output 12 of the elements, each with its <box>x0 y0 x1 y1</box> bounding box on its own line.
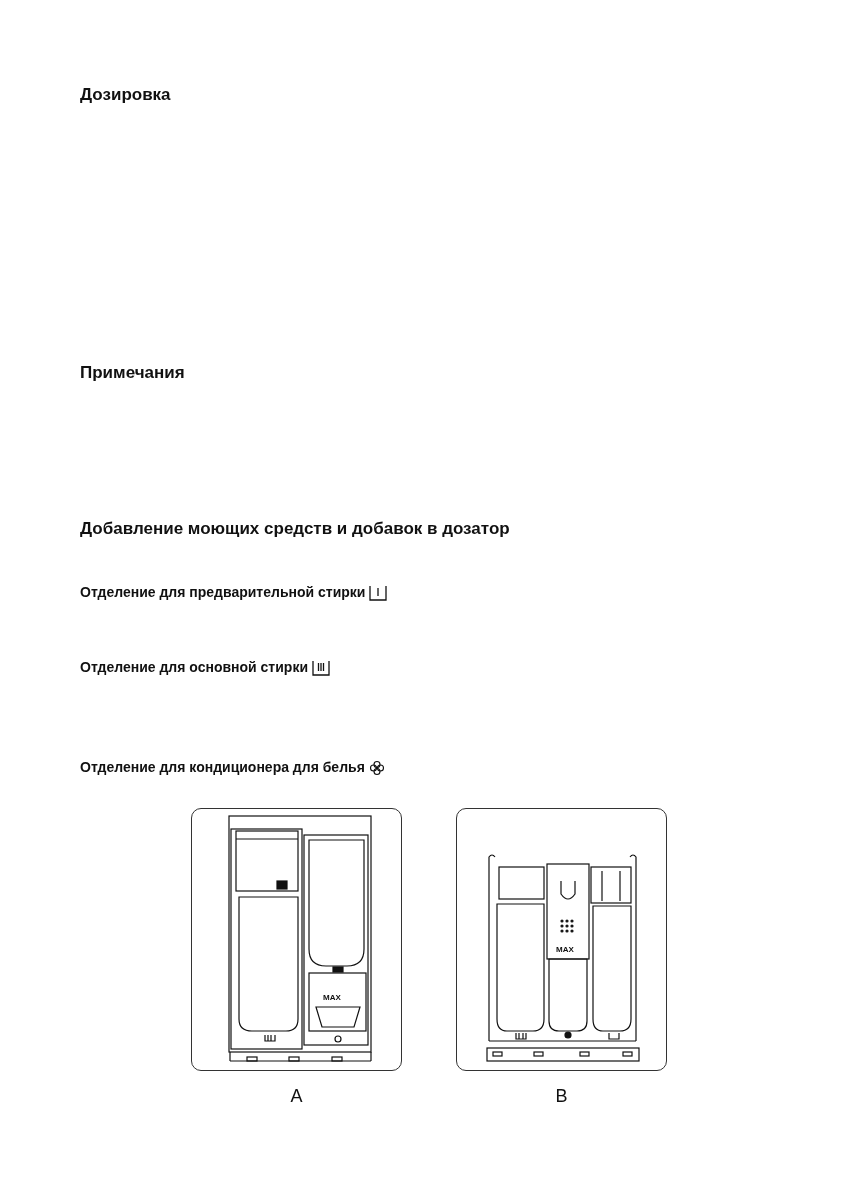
max-marking: MAX <box>322 994 342 1002</box>
max-marking: MAX <box>555 946 575 954</box>
figure-caption: A <box>289 1085 304 1108</box>
dispenser-picture-panel <box>191 808 402 1071</box>
section-heading: Отделение для основной стирки <box>80 658 308 677</box>
section-heading: Отделение для кондиционера для белья <box>80 758 365 777</box>
section-heading: Дозировка <box>80 84 171 106</box>
section-heading: Примечания <box>80 362 185 384</box>
dispenser-picture-panel <box>456 808 667 1071</box>
figure-caption: B <box>554 1085 569 1108</box>
section-heading: Добавление моющих средств и добавок в дозатор <box>80 518 510 540</box>
section-heading: Отделение для предварительной стирки <box>80 583 366 602</box>
